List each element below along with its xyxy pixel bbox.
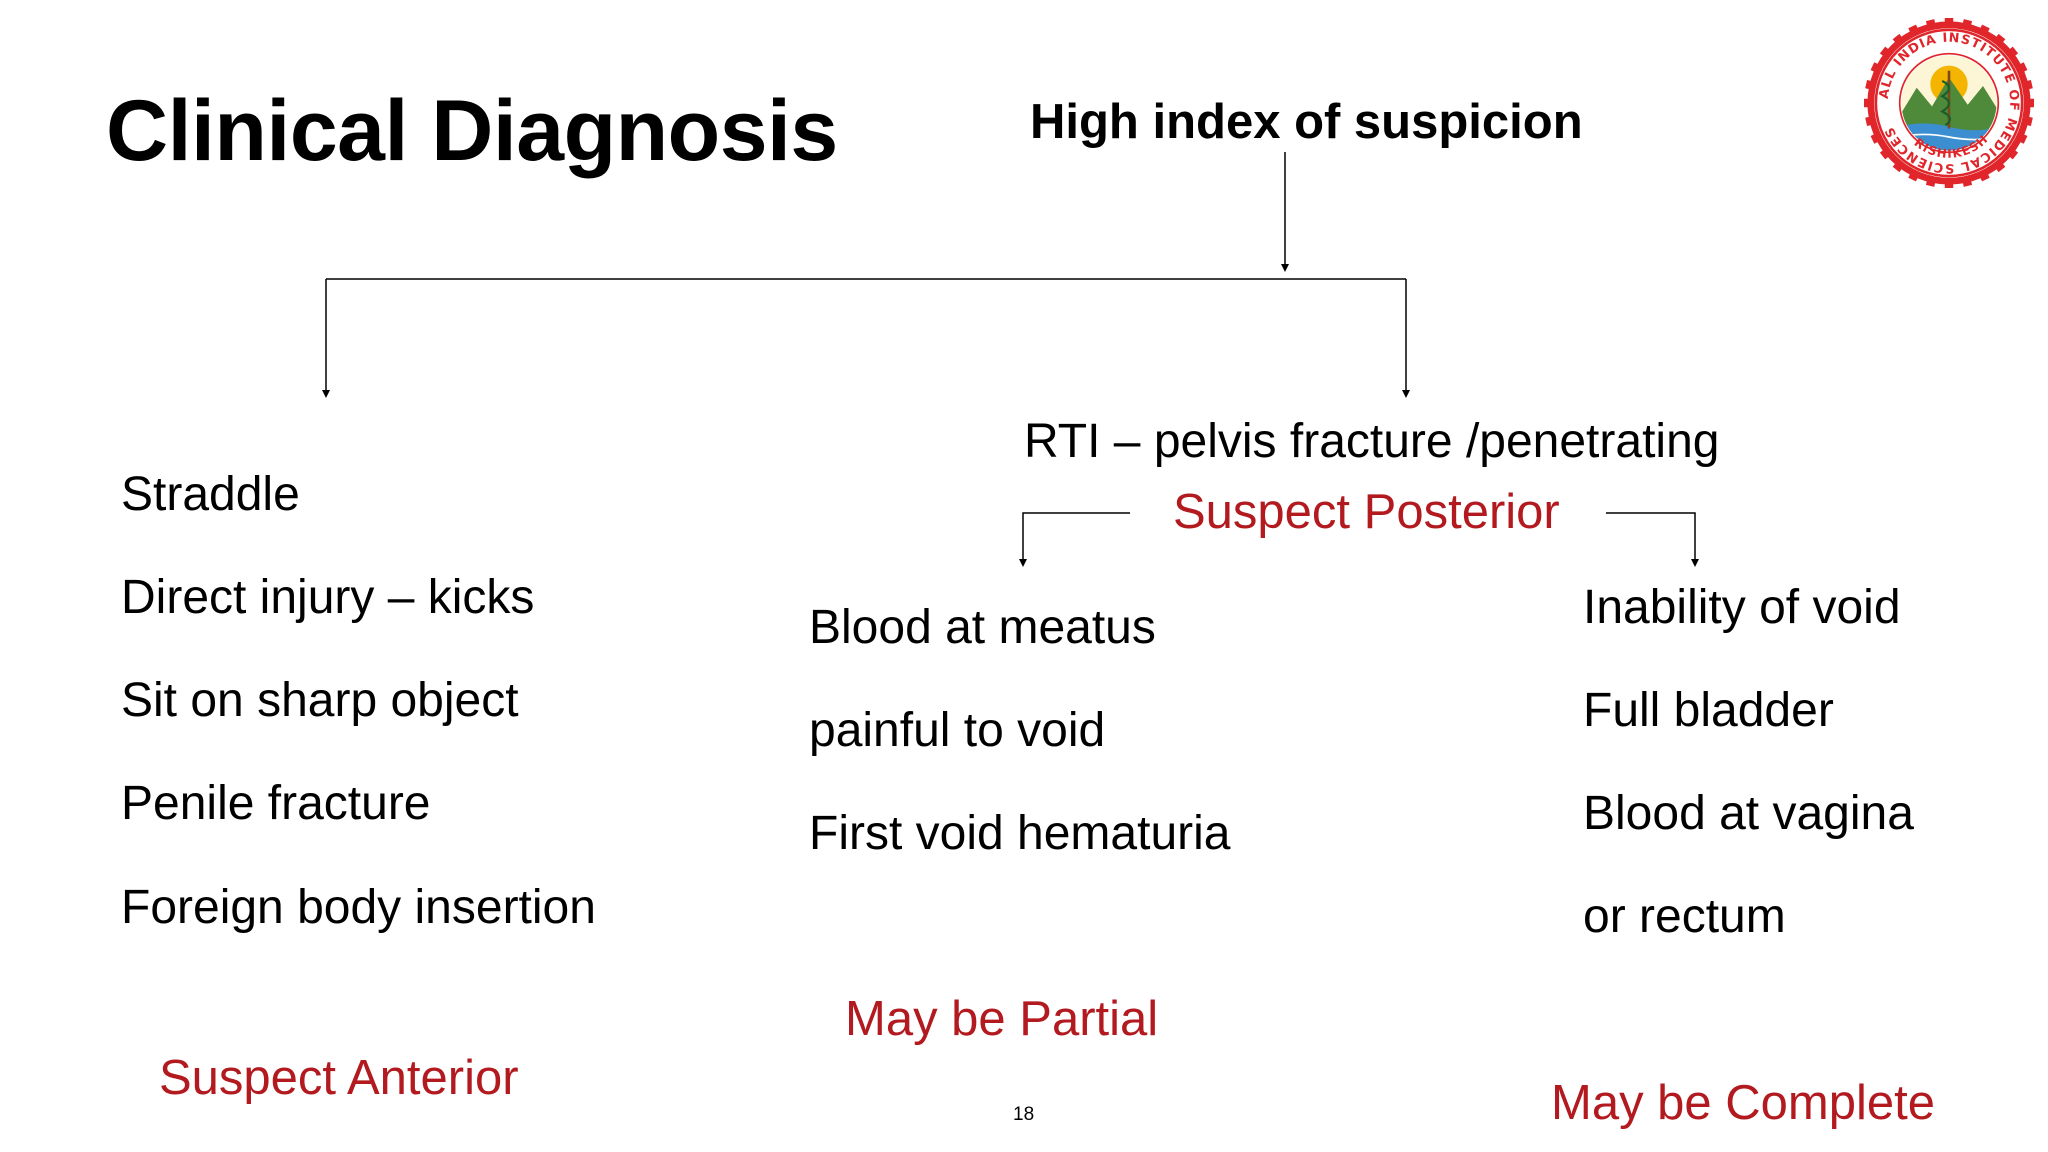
slide-title: Clinical Diagnosis (106, 83, 838, 179)
logo-gear-tooth (1944, 18, 1954, 29)
logo-gear-tooth (1864, 98, 1875, 108)
complete-conclusion: May be Complete (1551, 1076, 1936, 1130)
partial-conclusion: May be Partial (845, 992, 1159, 1046)
logo-gear-tooth (2014, 62, 2028, 75)
anterior-item: Direct injury – kicks (121, 571, 535, 624)
aiims-logo: ALL INDIA INSTITUTE OF MEDICAL SCIENCES … (1864, 18, 2034, 188)
logo-gear-tooth (1865, 79, 1878, 91)
logo-gear-tooth (1892, 33, 1906, 48)
logo-gear-tooth (1879, 146, 1894, 160)
partial-item: Blood at meatus (809, 601, 1156, 654)
logo-gear-tooth (1977, 168, 1990, 182)
logo-gear-tooth (1992, 158, 2006, 173)
complete-item: Blood at vagina (1583, 787, 1914, 840)
partial-item: painful to void (809, 704, 1106, 757)
logo-gear-tooth (1961, 19, 1973, 32)
anterior-item: Foreign body insertion (121, 881, 596, 934)
partial-item: First void hematuria (809, 807, 1231, 860)
posterior-conclusion: Suspect Posterior (1173, 485, 1560, 539)
connector-posterior-left (1019, 512, 1130, 567)
logo-gear-tooth (1977, 24, 1990, 38)
logo-gear-tooth (1992, 33, 2006, 48)
logo-gear-tooth (1870, 131, 1884, 144)
logo-gear-tooth (2004, 146, 2019, 160)
logo-gear-tooth (1865, 115, 1878, 127)
anterior-item: Straddle (121, 468, 300, 521)
logo-gear-tooth (1892, 158, 1906, 173)
logo-gear-tooth (2023, 98, 2034, 108)
logo-gear-tooth (1908, 24, 1921, 38)
logo-gear-tooth (1908, 168, 1921, 182)
logo-gear-tooth (1925, 19, 1937, 32)
complete-item: or rectum (1583, 890, 1786, 943)
complete-item: Full bladder (1583, 684, 1834, 737)
anterior-item: Penile fracture (121, 777, 431, 830)
root-node-label: High index of suspicion (1030, 95, 1583, 149)
logo-gear-tooth (1961, 174, 1973, 187)
logo-gear-tooth (1879, 46, 1894, 60)
complete-item: Inability of void (1583, 581, 1901, 634)
connector-posterior-right (1606, 512, 1699, 567)
posterior-mechanism: RTI – pelvis fracture /penetrating (1024, 415, 1720, 468)
logo-gear-tooth (1944, 177, 1954, 188)
anterior-item: Sit on sharp object (121, 674, 519, 727)
logo-gear-tooth (2020, 79, 2033, 91)
logo-gear-tooth (2014, 131, 2028, 144)
logo-gear-tooth (1925, 174, 1937, 187)
logo-gear-tooth (1870, 62, 1884, 75)
logo-gear-tooth (2004, 46, 2019, 60)
logo-gear-tooth (2020, 115, 2033, 127)
anterior-conclusion: Suspect Anterior (159, 1051, 519, 1105)
page-number: 18 (1013, 1104, 1035, 1125)
